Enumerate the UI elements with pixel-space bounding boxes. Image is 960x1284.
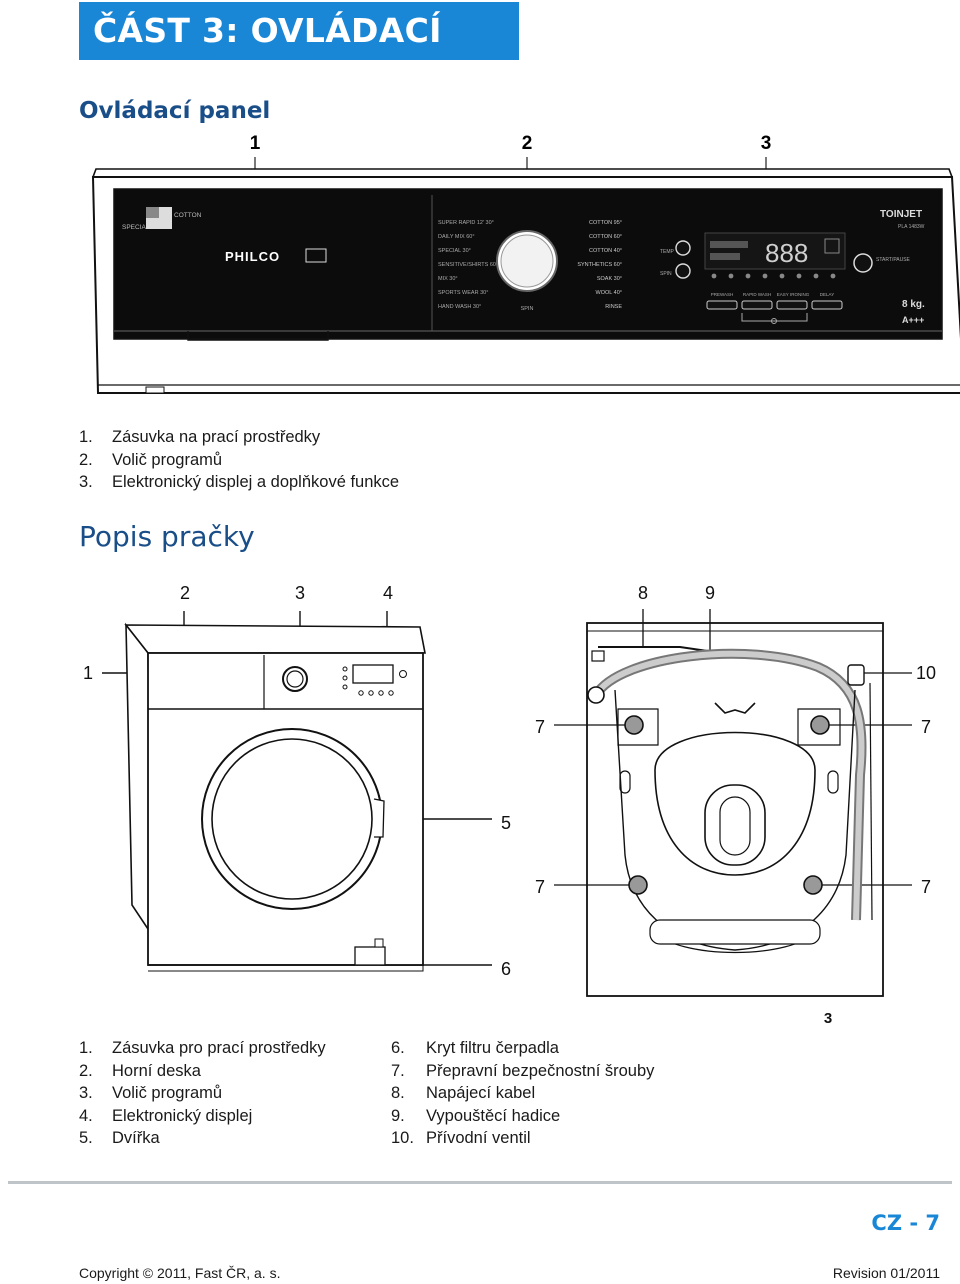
callout-back-7c: 7 [535,877,545,897]
energy-class-label: A+++ [902,315,924,325]
callout-back-7a: 7 [535,717,545,737]
function-button-labels: PREWASH RAPID WASH EASY IRONING DELAY [711,292,835,297]
list-item: 3.Volič programů [79,1084,223,1102]
list-item: 9.Vypouštěcí hadice [391,1106,561,1125]
panel-top-rim [91,168,954,178]
door-glass [211,738,373,900]
temp-label: TEMP [660,249,675,255]
washer-legend-left: 1.Zásuvka pro prací prostředky 2.Horní d… [79,1037,326,1150]
child-lock-icon [771,318,777,324]
transport-bolts [624,715,830,895]
section-title-washer-description: Popis pračky [79,520,255,553]
programs-right: COTTON 95° COTTON 60° COTTON 40° SYNTHET… [577,220,622,310]
svg-text:SYNTHETICS 60°: SYNTHETICS 60° [577,262,622,268]
washer-legend-right: 6.Kryt filtru čerpadla 7.Přepravní bezpe… [391,1037,654,1150]
svg-text:SPECIAL 30°: SPECIAL 30° [438,248,471,254]
toinjet-logo: TOINJET [880,209,922,220]
electronic-display [704,232,846,270]
svg-text:HAND WASH 30°: HAND WASH 30° [438,304,481,310]
svg-text:SPORTS WEAR 30°: SPORTS WEAR 30° [438,290,488,296]
display-icons [711,273,836,279]
list-item: 4.Elektronický displej [79,1106,253,1125]
callout-front-2: 2 [180,583,190,603]
display-digits: 888 [765,238,808,268]
copyright-text: Copyright © 2011, Fast ČR, a. s. [79,1265,281,1281]
brand-logo: PHILCO [225,249,280,264]
callout-back-8: 8 [638,583,648,603]
callout-1: 1 [250,133,261,154]
callout-front-6: 6 [501,959,511,979]
spin-label: SPIN [660,271,672,277]
prewash-button[interactable] [706,300,738,310]
start-pause-label: START/PAUSE [876,257,911,263]
svg-text:WOOL 40°: WOOL 40° [596,290,622,296]
delay-button[interactable] [811,300,843,310]
svg-text:SUPER RAPID 12' 30°: SUPER RAPID 12' 30° [438,220,494,226]
callout-front-5: 5 [501,813,511,833]
list-item: 8.Napájecí kabel [391,1084,536,1102]
temp-button[interactable] [675,240,691,256]
washer-back-illustration: 8 9 10 7 7 7 7 3 [535,583,936,1027]
inlet-valve [847,664,865,686]
list-item: 1.Zásuvka pro prací prostředky [79,1039,326,1057]
svg-text:EASY IRONING: EASY IRONING [777,292,810,297]
revision-text: Revision 01/2011 [832,1265,940,1281]
capacity-label: 8 kg. [902,299,925,310]
footer-divider [8,1181,952,1184]
svg-text:COTTON 95°: COTTON 95° [589,220,622,226]
section-banner: ČÁST 3: OVLÁDACÍ PANEL [79,2,519,108]
callout-front-3: 3 [295,583,305,603]
model-number: PLA 1483W [898,224,925,230]
list-item: 2.Volič programů [79,450,223,469]
section-title-control-panel: Ovládací panel [79,98,271,124]
front-display [352,664,394,684]
filter-cover [354,946,386,966]
svg-text:PREWASH: PREWASH [711,292,734,297]
svg-text:MIX 30°: MIX 30° [438,276,458,282]
drawer-handle [187,331,329,341]
svg-text:SENSITIVE/SHIRTS 60°: SENSITIVE/SHIRTS 60° [438,262,498,268]
programs-left: SUPER RAPID 12' 30° DAILY MIX 60° SPECIA… [438,220,498,310]
list-item: 3.Elektronický displej a doplňkové funkc… [79,473,400,491]
callout-front-4: 4 [383,583,393,603]
callout-2: 2 [522,133,533,154]
list-item: 6.Kryt filtru čerpadla [391,1039,559,1057]
callout-3: 3 [761,133,772,154]
callout-back-9: 9 [705,583,715,603]
svg-text:RINSE: RINSE [605,304,622,310]
svg-text:DELAY: DELAY [820,292,834,297]
callout-front-1: 1 [83,663,93,683]
top-deck [124,624,426,654]
callout-back-7b: 7 [921,717,931,737]
list-item: 7.Přepravní bezpečnostní šrouby [391,1061,655,1080]
control-panel-illustration: 1 2 3 SPECIALS COTTON PHILCO SUPER RAPID… [91,133,960,394]
door-handle [373,798,385,838]
rapid-wash-button[interactable] [741,300,773,310]
svg-text:DAILY MIX 60°: DAILY MIX 60° [438,234,475,240]
callout-back-3: 3 [824,1010,832,1027]
svg-text:COTTON 60°: COTTON 60° [589,234,622,240]
spin-button[interactable] [675,263,691,279]
list-item: 5.Dvířka [79,1129,160,1147]
list-item: 10.Přívodní ventil [391,1129,531,1147]
list-item: 1.Zásuvka na prací prostředky [79,428,321,446]
list-item: 2.Horní deska [79,1061,201,1080]
drawer-label-specials: SPECIALS [122,224,154,231]
callout-back-7d: 7 [921,877,931,897]
dial-spin-label: SPIN [521,306,534,312]
callout-back-10: 10 [916,663,936,683]
drawer-label-cotton: COTTON [174,212,202,219]
svg-text:COTTON 40°: COTTON 40° [589,248,622,254]
washer-front-illustration: 2 3 4 1 5 6 [83,583,511,979]
easy-ironing-button[interactable] [776,300,808,310]
start-pause-button[interactable] [853,253,873,273]
control-panel-legend: 1.Zásuvka na prací prostředky 2.Volič pr… [79,426,399,494]
svg-text:RAPID WASH: RAPID WASH [743,292,771,297]
page-number: CZ - 7 [871,1211,940,1235]
svg-text:SOAK 30°: SOAK 30° [597,276,622,282]
